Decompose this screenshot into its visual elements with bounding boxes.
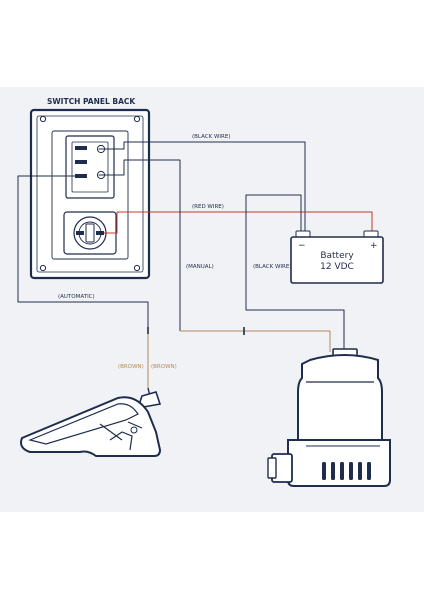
- battery-plus: +: [370, 241, 378, 251]
- float-switch: [20, 387, 162, 457]
- switch-panel: [29, 108, 151, 280]
- bilge-pump: [267, 348, 391, 487]
- brown-wire-pump: [180, 330, 331, 352]
- automatic-wire: [17, 175, 149, 330]
- screw-icon: [39, 115, 47, 123]
- screw-icon: [133, 264, 141, 272]
- label-black-wire-side: (BLACK WIRE): [253, 264, 291, 270]
- label-brown-left: (BROWN): [118, 364, 144, 370]
- screw-icon: [39, 264, 47, 272]
- wires: [17, 141, 373, 388]
- manual-wire: [101, 159, 181, 331]
- rocker-switch: [65, 135, 115, 199]
- screw-icon: [133, 115, 141, 123]
- label-black-wire-top: (BLACK WIRE): [192, 134, 230, 140]
- black-wire-side: [245, 194, 345, 350]
- label-brown-right: (BROWN): [151, 364, 177, 370]
- battery-minus: −: [298, 241, 306, 251]
- label-manual: (MANUAL): [186, 264, 214, 270]
- diagram-title: SWITCH PANEL BACK: [47, 97, 136, 106]
- black-wire-top: [101, 141, 306, 232]
- label-automatic: (AUTOMATIC): [58, 294, 95, 300]
- battery-voltage: 12 VDC: [320, 262, 354, 272]
- battery: − + Battery 12 VDC: [290, 230, 384, 284]
- red-wire: [104, 211, 373, 234]
- battery-label: Battery: [320, 251, 354, 261]
- label-red-wire: (RED WIRE): [192, 204, 224, 210]
